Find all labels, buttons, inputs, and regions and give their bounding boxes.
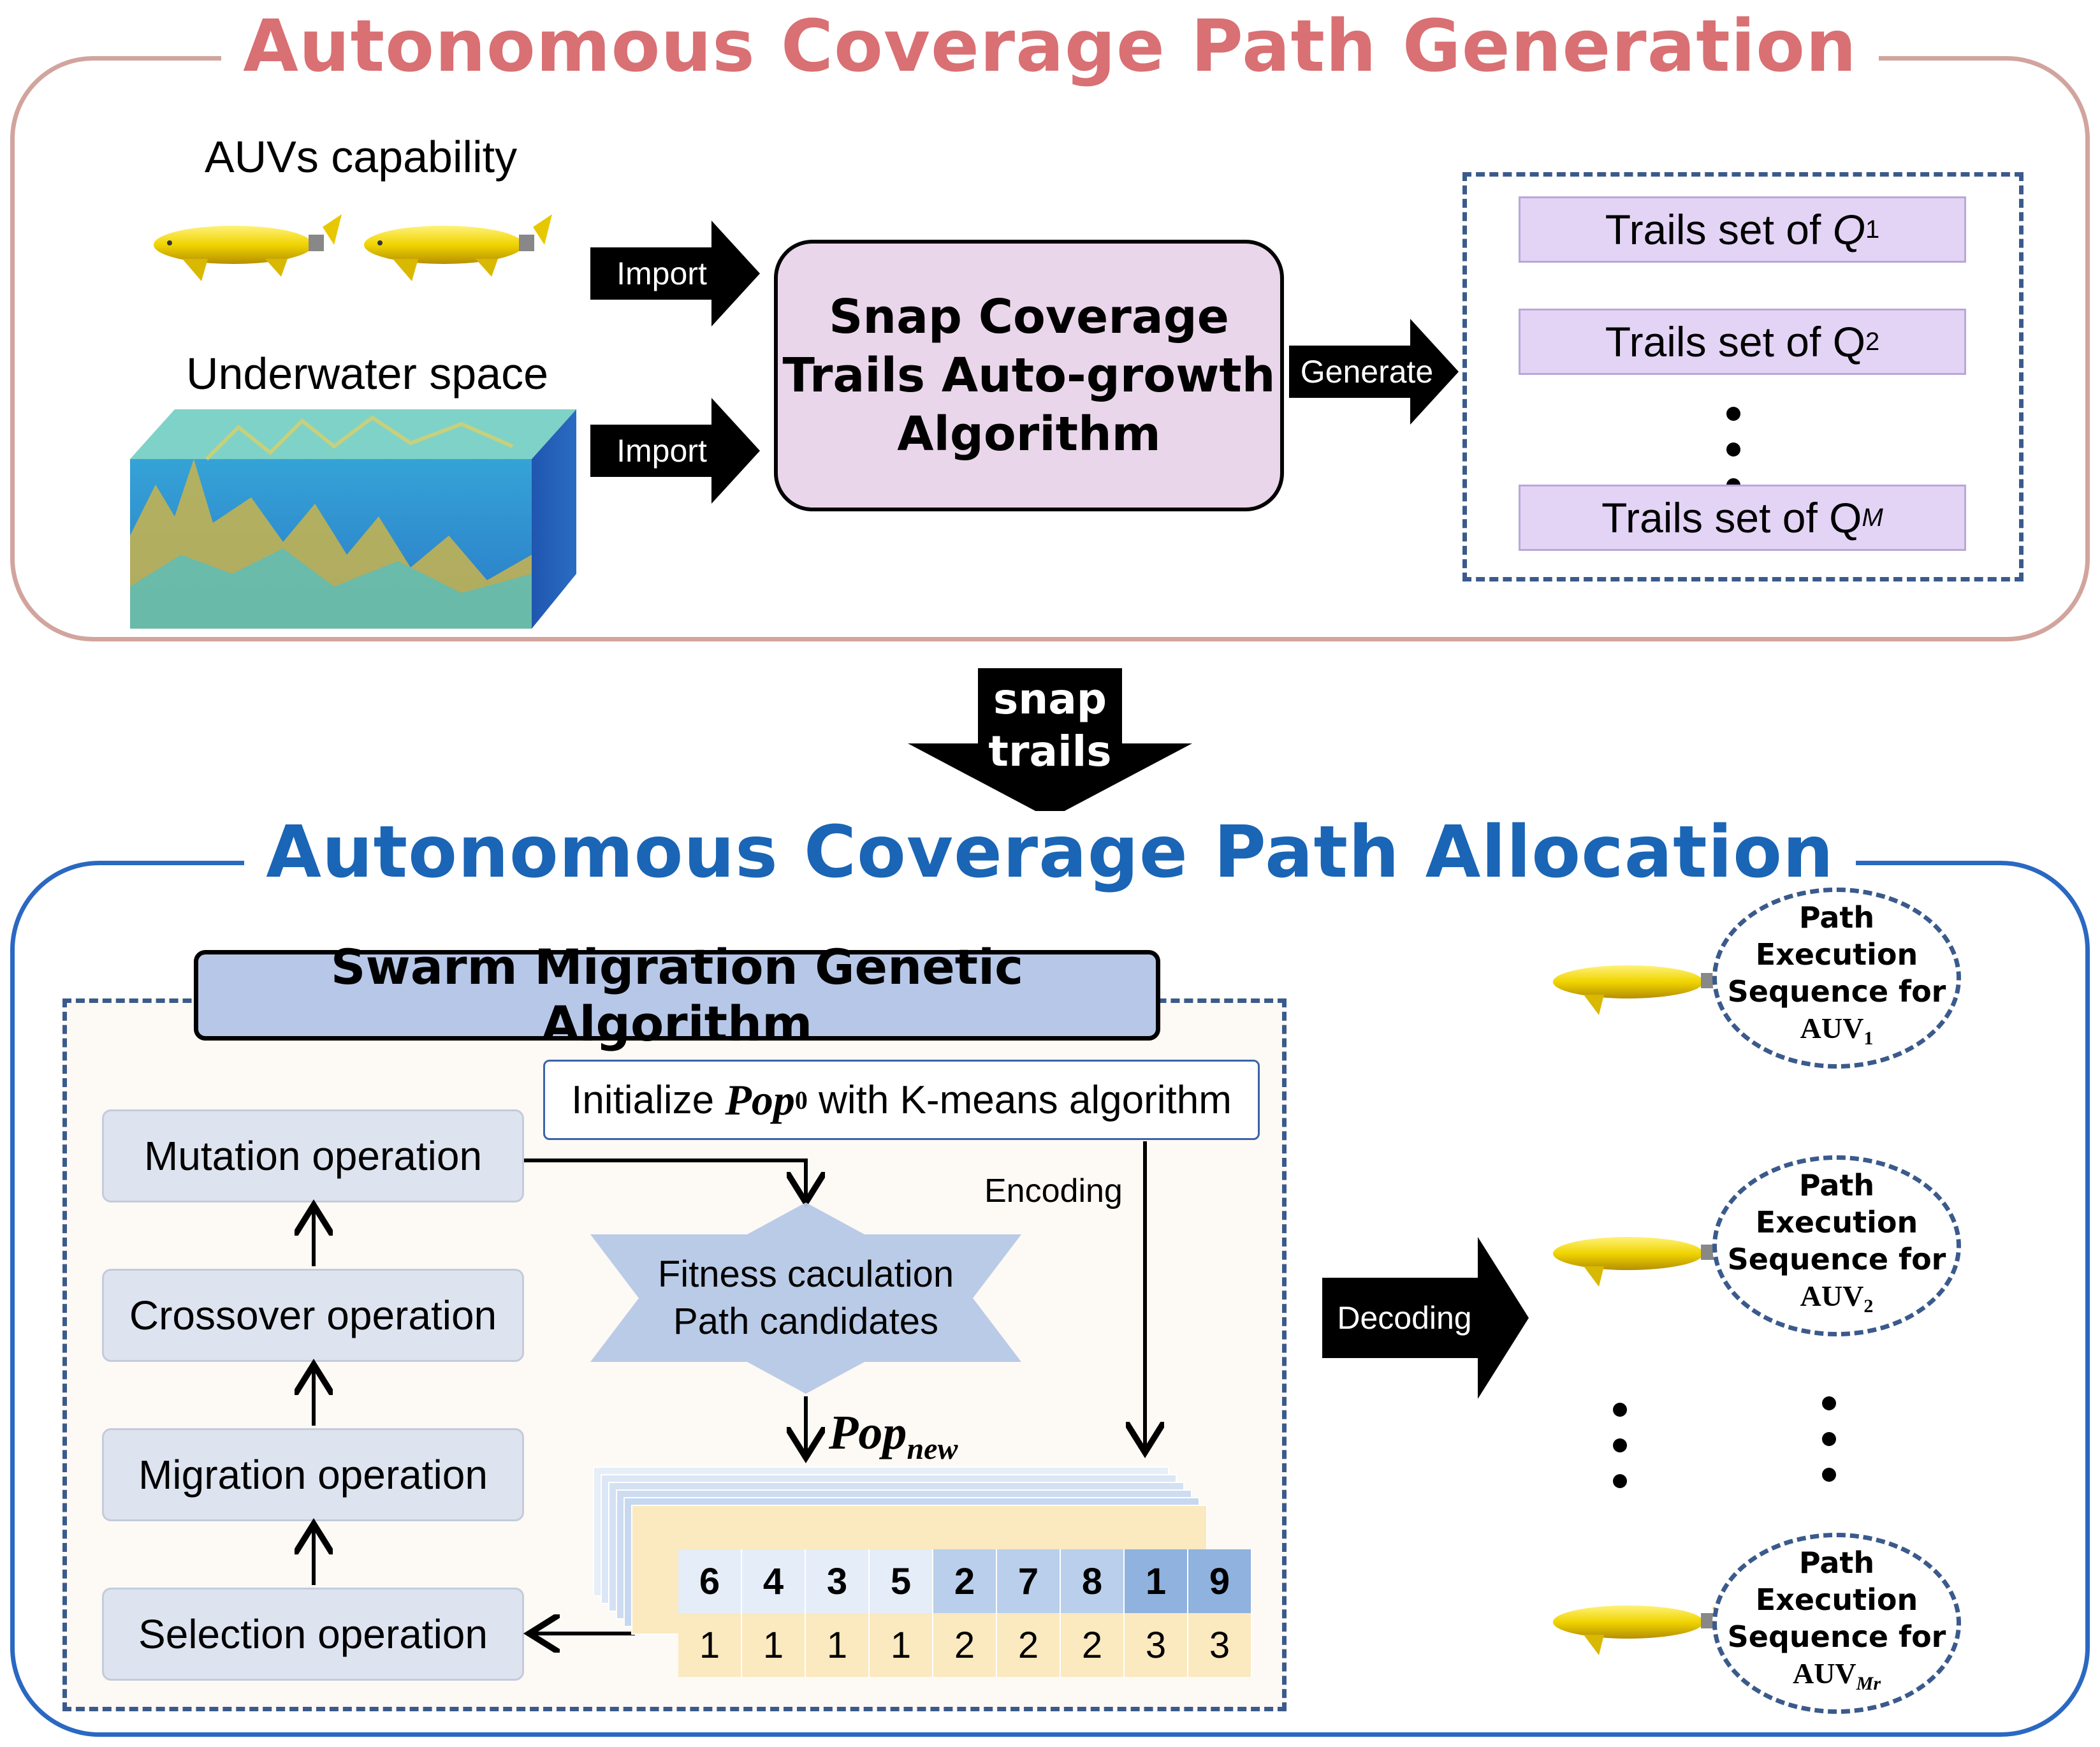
import-arrow-2 bbox=[590, 398, 760, 504]
algorithm-line-1: Snap Coverage bbox=[829, 289, 1229, 344]
seq-cell: 1 bbox=[678, 1613, 742, 1677]
seq-cell: 4 bbox=[742, 1549, 806, 1613]
seq-cell: 1 bbox=[742, 1613, 806, 1677]
snap-trails-arrow bbox=[908, 668, 1192, 819]
snap-coverage-algorithm-box: Snap Coverage Trails Auto-growth Algorit… bbox=[774, 240, 1284, 511]
auv-pair-image bbox=[154, 214, 552, 281]
path-execution-auv1: Path Execution Sequence for AUV1 bbox=[1712, 888, 1961, 1069]
seq-cell: 1 bbox=[870, 1613, 933, 1677]
decoding-arrow bbox=[1322, 1237, 1529, 1399]
arrow-mutation-to-fitness bbox=[524, 1159, 806, 1199]
seq-cell: 1 bbox=[1125, 1549, 1188, 1613]
auv-icon bbox=[364, 214, 552, 281]
selection-operation-box: Selection operation bbox=[102, 1588, 524, 1681]
import-label-2: Import bbox=[616, 433, 707, 469]
mutation-operation-box: Mutation operation bbox=[102, 1109, 524, 1202]
seq-cell: 6 bbox=[678, 1549, 742, 1613]
auv-icon-1 bbox=[1553, 956, 1728, 1015]
sequence-auv-assignment: 1 1 1 1 2 2 2 3 3 bbox=[678, 1613, 1252, 1677]
seq-cell: 8 bbox=[1061, 1549, 1125, 1613]
seq-cell: 7 bbox=[997, 1549, 1061, 1613]
seq-cell: 3 bbox=[1188, 1613, 1252, 1677]
auv-icon bbox=[154, 214, 342, 281]
seq-cell: 2 bbox=[997, 1613, 1061, 1677]
auv-ellipsis-dots-left bbox=[1613, 1403, 1627, 1510]
algorithm-line-2: Trails Auto-growth bbox=[782, 348, 1276, 403]
auv-ellipsis-dots-right bbox=[1822, 1396, 1836, 1503]
sequence-trail-order: 6 4 3 5 2 7 8 1 9 bbox=[678, 1549, 1252, 1613]
seq-cell: 5 bbox=[870, 1549, 933, 1613]
auv-capability-label: AUVs capability bbox=[204, 132, 518, 182]
seq-cell: 2 bbox=[933, 1613, 997, 1677]
generate-arrow bbox=[1289, 319, 1459, 425]
popnew-label: Popnew bbox=[829, 1406, 958, 1466]
underwater-space-label: Underwater space bbox=[186, 349, 549, 398]
sequence-grid: 6 4 3 5 2 7 8 1 9 1 1 1 1 2 2 2 3 3 bbox=[678, 1549, 1252, 1677]
generate-label: Generate bbox=[1300, 354, 1434, 390]
import-arrow-1 bbox=[590, 221, 760, 326]
seq-cell: 2 bbox=[933, 1549, 997, 1613]
allocation-title: Autonomous Coverage Path Allocation bbox=[0, 811, 2100, 894]
path-execution-auvmr: Path Execution Sequence for AUVMr bbox=[1712, 1533, 1961, 1714]
algorithm-line-3: Algorithm bbox=[897, 407, 1161, 462]
generation-title: Autonomous Coverage Path Generation bbox=[0, 5, 2100, 88]
seq-cell: 3 bbox=[1125, 1613, 1188, 1677]
trails-sets-container bbox=[1462, 172, 2023, 581]
seq-cell: 2 bbox=[1061, 1613, 1125, 1677]
seq-cell: 3 bbox=[806, 1549, 870, 1613]
underwater-space-image bbox=[130, 409, 576, 629]
path-execution-auv2: Path Execution Sequence for AUV2 bbox=[1712, 1155, 1961, 1336]
migration-operation-box: Migration operation bbox=[102, 1428, 524, 1521]
encoding-label: Encoding bbox=[984, 1173, 1123, 1210]
seq-cell: 9 bbox=[1188, 1549, 1252, 1613]
fitness-label: Fitness caculation Path candidates bbox=[657, 1254, 954, 1342]
fitness-star-shape bbox=[590, 1202, 1021, 1394]
seq-cell: 1 bbox=[806, 1613, 870, 1677]
import-label-1: Import bbox=[616, 256, 707, 291]
decoding-label: Decoding bbox=[1337, 1300, 1472, 1336]
smga-title: Swarm Migration Genetic Algorithm bbox=[194, 939, 1160, 1052]
auv-icon-mr bbox=[1553, 1597, 1728, 1655]
snap-trails-label: snap trails bbox=[988, 675, 1112, 776]
auv-icon-2 bbox=[1553, 1228, 1728, 1287]
